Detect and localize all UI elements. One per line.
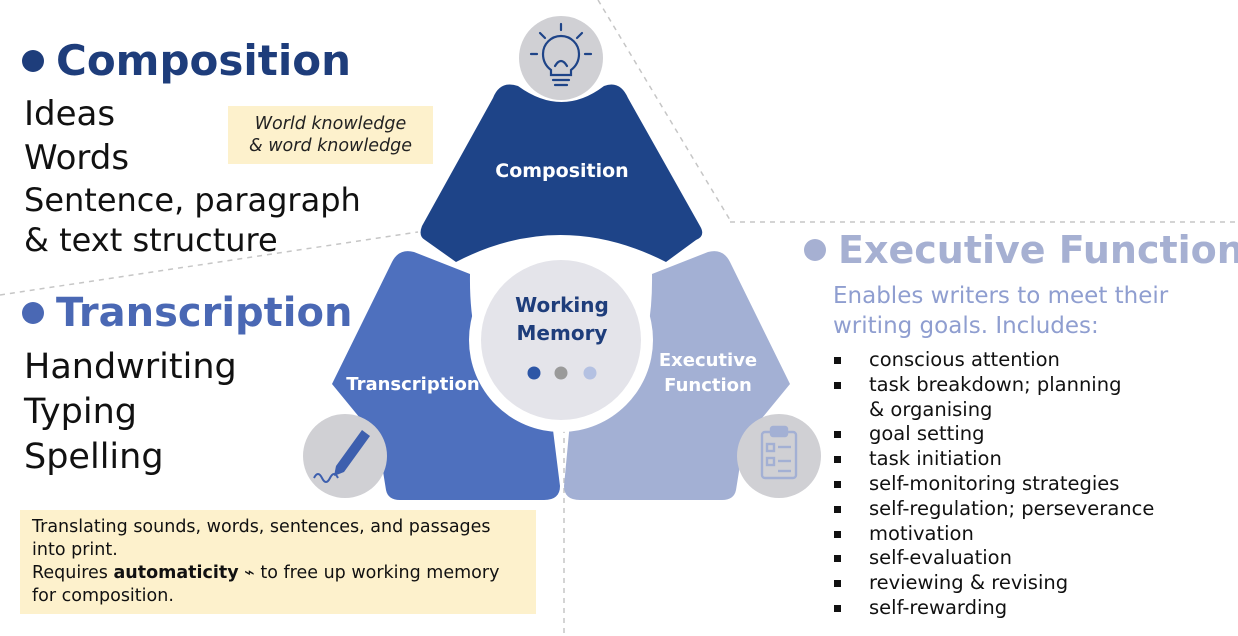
note-line: & word knowledge [249,136,412,156]
description-line: Enables writers to meet their [833,283,1169,309]
note-line: Requires automaticity ⌁ to free up worki… [32,562,524,585]
executive-function-segment [564,251,790,500]
knowledge-note: World knowledge & word knowledge [228,106,433,164]
list-item: motivation [834,522,1154,547]
list-item-text: conscious attention [869,348,1060,371]
square-bullet-icon [834,480,841,488]
square-bullet-icon [834,530,841,538]
note-line: Translating sounds, words, sentences, an… [32,517,491,537]
working-memory-circle [481,260,641,420]
square-bullet-icon [834,431,841,439]
list-item-text: goal setting [869,422,985,446]
description-line: writing goals. Includes: [833,313,1099,339]
list-item-text: self-regulation; perseverance [869,496,1155,520]
list-item-text: self-evaluation [869,546,1012,570]
list-item: self-regulation; perseverance [834,497,1154,522]
square-bullet-icon [834,381,841,389]
transcription-note: Translating sounds, words, sentences, an… [20,510,536,614]
list-item-text: & organising [869,397,993,421]
bullet-dot-icon [804,239,826,261]
note-line: into print. [32,540,118,560]
pencil-icon [303,414,387,498]
list-item: Words [24,138,130,178]
working-memory-label: Working Memory [494,291,630,347]
composition-list: Ideas Words Sentence, paragraph & text s… [24,92,361,260]
list-item-text: self-rewarding [869,595,1008,619]
square-bullet-icon [834,357,841,364]
composition-heading: Composition [22,36,351,85]
composition-heading-text: Composition [56,36,351,85]
bullet-dot-icon [22,302,44,324]
transcription-heading-text: Transcription [56,290,353,336]
square-bullet-icon [834,580,841,588]
progress-dot-light [583,366,597,380]
ef-label-line-1: Executive [658,350,758,371]
list-item: conscious attention [834,348,1154,373]
transcription-segment [332,251,560,500]
wm-label-line-1: Working [515,293,609,317]
ef-label-line-2: Function [664,375,752,396]
automaticity-text: automaticity [113,563,239,583]
composition-segment [420,84,703,262]
list-item: reviewing & revising [834,571,1154,596]
divider-top [597,0,731,221]
list-item: Handwriting [24,347,237,387]
note-line: for composition. [32,586,174,606]
wm-label-line-2: Memory [516,321,608,345]
note-line: World knowledge [254,114,407,134]
lightbulb-icon [519,16,603,100]
list-item-text: task breakdown; planning [869,372,1122,396]
note-text: to free up working memory [254,563,500,583]
list-item: Sentence, paragraph [24,181,361,219]
list-item-text: task initiation [869,447,1002,471]
list-item: self-rewarding [834,596,1154,621]
square-bullet-icon [834,555,841,563]
bullet-dot-icon [22,49,44,72]
list-item-text: motivation [869,521,974,545]
executive-function-heading-text: Executive Function [838,228,1238,272]
lightning-icon: ⌁ [244,563,255,583]
divider-left [0,231,419,296]
list-item: self-evaluation [834,546,1154,571]
executive-function-segment-label: Executive Function [648,348,768,398]
transcription-segment-label: Transcription [346,374,480,395]
list-item: self-monitoring strategies [834,472,1154,497]
square-bullet-icon [834,456,841,464]
list-item: Typing [24,392,137,432]
composition-segment-label: Composition [495,160,629,182]
progress-dot-gray [554,366,568,380]
transcription-heading: Transcription [22,290,352,336]
transcription-list: Handwriting Typing Spelling [24,345,237,480]
list-item-text: self-monitoring strategies [869,471,1120,495]
list-item: & text structure [24,221,278,259]
list-item-text: reviewing & revising [869,571,1069,595]
list-item: task initiation [834,447,1154,472]
clipboard-checklist-icon [737,414,821,498]
progress-dot-navy [527,366,541,380]
executive-function-heading: Executive Function [804,228,1238,272]
list-item: goal setting [834,422,1154,447]
list-item: Ideas [24,94,116,134]
executive-function-description: Enables writers to meet their writing go… [833,281,1168,341]
list-item: Spelling [24,437,164,477]
list-item: task breakdown; planning& organising [834,373,1154,423]
note-text: Requires [32,563,114,583]
square-bullet-icon [834,604,841,612]
square-bullet-icon [834,505,841,513]
